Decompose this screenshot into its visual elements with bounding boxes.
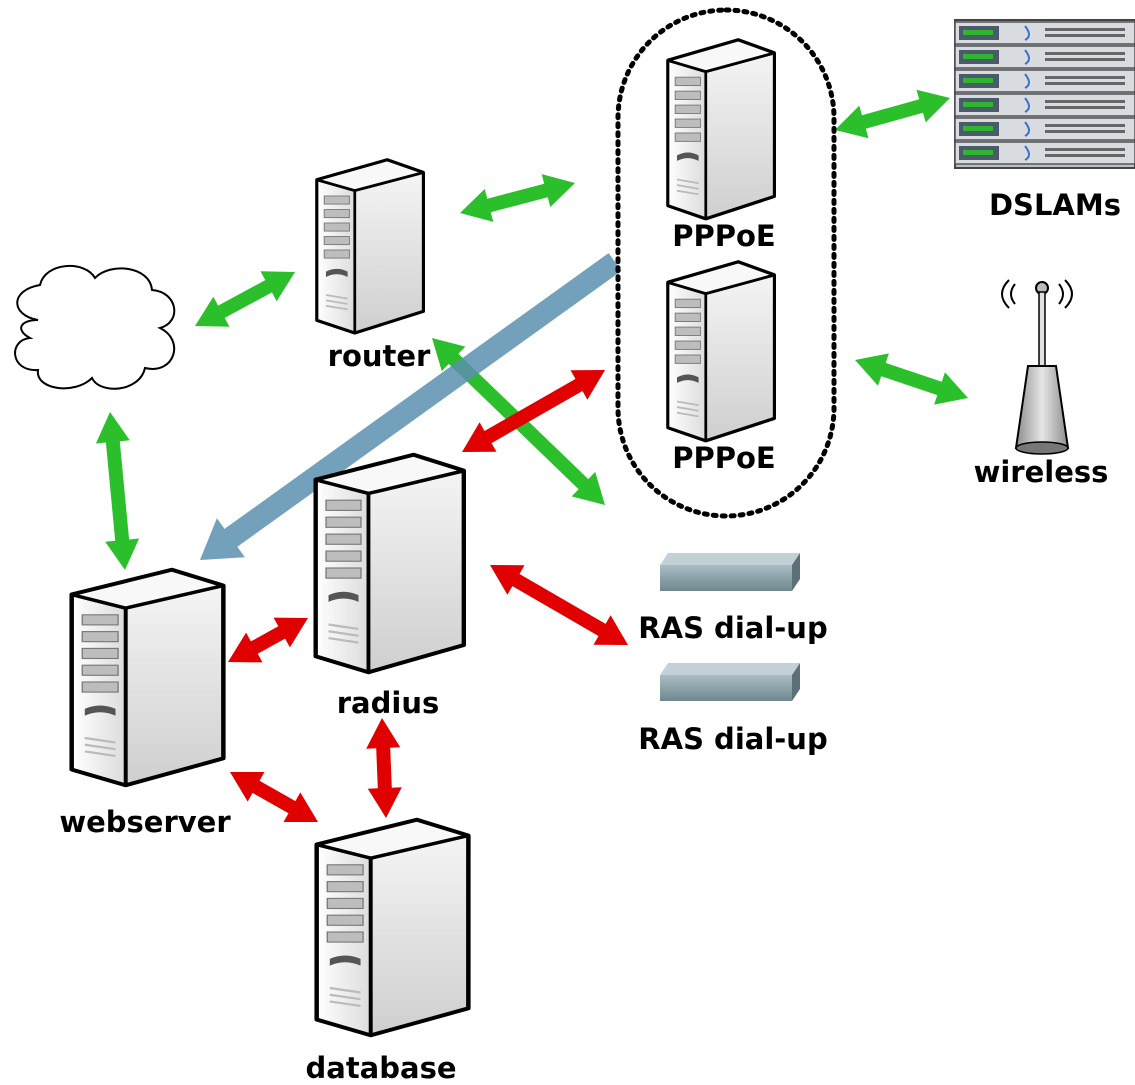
- radius-server-icon: [316, 455, 464, 672]
- red-arrow-webserver-database: [230, 772, 318, 822]
- wireless-antenna-icon: [1001, 279, 1073, 455]
- red-arrow-radius-ras_1: [490, 565, 628, 645]
- green-arrow-pppoe_group-dslams: [835, 89, 950, 139]
- pppoe-server-icon: [666, 38, 777, 221]
- pppoe-server-icon: [666, 260, 777, 443]
- router-server-icon: [315, 158, 426, 335]
- dslams-label: DSLAMs: [989, 188, 1121, 222]
- database-label: database: [305, 1051, 456, 1085]
- red-arrow-radius-pppoe_group: [462, 370, 605, 452]
- pppoe-label: PPPoE: [672, 441, 776, 475]
- pppoe-label: PPPoE: [672, 219, 776, 253]
- radius-label: radius: [337, 686, 439, 720]
- wireless-label: wireless: [974, 455, 1109, 489]
- ras-dial-up-label: RAS dial-up: [638, 611, 827, 645]
- ras-dial-up-label: RAS dial-up: [638, 722, 827, 756]
- connection-arrows: [95, 89, 968, 822]
- internet-cloud-icon: [14, 265, 176, 390]
- database-server-icon: [317, 820, 468, 1035]
- green-arrow-router-pppoe_group: [460, 174, 575, 222]
- green-arrow-pppoe_group-wireless: [855, 353, 968, 405]
- red-arrow-radius-webserver: [228, 617, 308, 663]
- blue-arrow-pppoe_group-webserver: [200, 253, 622, 560]
- green-arrow-internet-router: [195, 271, 295, 327]
- ras-dial-up-modem-box-icon: [660, 663, 800, 701]
- router-label: router: [328, 339, 431, 373]
- red-arrow-radius-database: [366, 718, 402, 818]
- ras-dial-up-modem-box-icon: [660, 553, 800, 591]
- webserver-server-icon: [72, 570, 223, 785]
- webserver-label: webserver: [59, 805, 231, 839]
- green-arrow-internet-webserver: [95, 412, 140, 570]
- dslams-rack-switch-icon: [954, 19, 1135, 169]
- pppoe-cluster-boundary: [615, 7, 837, 519]
